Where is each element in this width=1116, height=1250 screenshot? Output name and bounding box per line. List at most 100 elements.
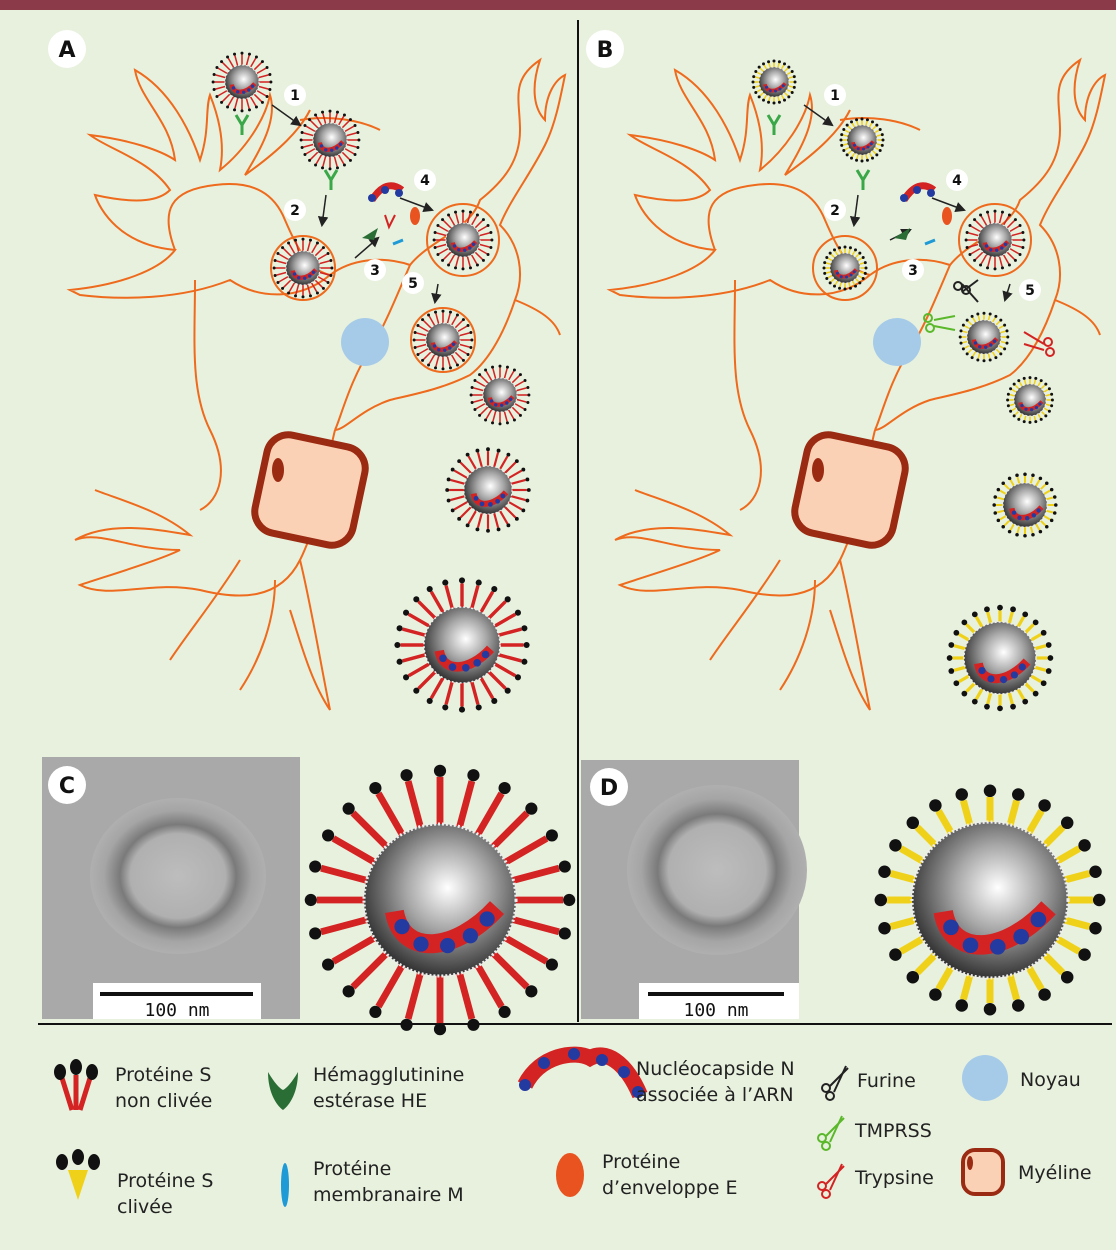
spike-head [273, 259, 277, 263]
spike-head [426, 697, 433, 704]
spike [851, 280, 856, 286]
spike-head [484, 418, 488, 422]
spike [780, 64, 785, 70]
spike-head [787, 95, 791, 99]
nucleus-a [341, 318, 389, 366]
spike [288, 282, 296, 293]
panel-labels: A B C D [48, 30, 628, 806]
spike-head [212, 87, 216, 91]
spike [494, 662, 517, 678]
spike-head [1028, 420, 1032, 424]
spike-head [971, 698, 978, 705]
spike-head [997, 705, 1003, 712]
spike-head [855, 158, 859, 162]
spike [962, 330, 968, 334]
spike [429, 677, 445, 700]
rna-bead [448, 663, 457, 671]
spike-head [342, 163, 346, 167]
spike [402, 653, 426, 663]
spike [842, 134, 848, 137]
spike [494, 612, 517, 628]
spike-head [442, 579, 449, 586]
spike-head [1012, 999, 1025, 1012]
spike-head [1021, 231, 1025, 235]
spike [473, 398, 484, 403]
spike-head [478, 413, 482, 417]
spike [448, 215, 456, 226]
spike-head [308, 294, 312, 298]
spike-head [889, 839, 902, 852]
spike-head [514, 609, 521, 616]
legend-spike-cleaved-line2: clivée [117, 1196, 173, 1218]
spike [227, 96, 235, 107]
spike [1045, 403, 1051, 407]
spike [438, 225, 449, 233]
spike-head [961, 323, 965, 327]
spike [512, 916, 560, 936]
spike [998, 344, 1004, 349]
rna-bead [242, 90, 246, 94]
spike [834, 250, 839, 256]
spike-head [965, 352, 969, 356]
spike-head [958, 335, 962, 339]
spike [448, 254, 456, 265]
spike-head [269, 80, 273, 84]
spike [1016, 688, 1026, 700]
spike-head [215, 94, 219, 98]
spike-head [906, 970, 920, 984]
virion-cleaved [958, 311, 1010, 363]
spike-head [505, 421, 509, 425]
panel-label-a: A [58, 38, 75, 63]
spike-head [994, 356, 998, 360]
step-marker-bg [1019, 279, 1041, 301]
rna-bead [413, 936, 429, 952]
spike [851, 122, 856, 128]
spike-head [865, 158, 869, 162]
spike-head [878, 865, 891, 878]
legend-m-line2: membranaire M [313, 1184, 464, 1206]
spike [974, 251, 984, 261]
spike-head [436, 224, 440, 228]
spike [305, 147, 316, 155]
rna-bead [488, 502, 493, 507]
spike-head [860, 159, 864, 163]
rna-bead [489, 399, 494, 403]
spike-head [965, 231, 969, 235]
spike [511, 406, 521, 416]
spike [962, 340, 968, 344]
spike-head [767, 60, 771, 64]
spike [777, 62, 780, 68]
spike [1011, 232, 1022, 237]
spike-head [1017, 379, 1021, 383]
spike [965, 682, 976, 693]
spike [788, 76, 794, 79]
spike-head [929, 988, 942, 1001]
legend-furin: Furine [857, 1070, 916, 1092]
spike-head [880, 133, 884, 137]
spike [1011, 243, 1022, 248]
spike-head [984, 606, 990, 613]
spike [476, 452, 483, 468]
envelope [1002, 482, 1048, 528]
spike-head [971, 611, 978, 618]
spike [876, 134, 882, 137]
spike [1064, 869, 1091, 884]
spike [341, 119, 351, 129]
spike [333, 156, 338, 167]
spike [889, 916, 916, 931]
spike [1006, 974, 1021, 1001]
legend-m-line1: Protéine [313, 1158, 391, 1180]
spike [1009, 523, 1015, 531]
spike [317, 275, 328, 283]
spike [314, 279, 324, 289]
spike-head [426, 586, 433, 593]
spike [256, 89, 267, 97]
spike-head [1006, 335, 1010, 339]
spike-head [1001, 481, 1005, 485]
spike [1009, 393, 1015, 397]
spike [303, 143, 314, 148]
spike-head [840, 133, 844, 137]
spike-head [1009, 409, 1013, 413]
spike [310, 282, 318, 293]
spike-head [498, 782, 511, 795]
